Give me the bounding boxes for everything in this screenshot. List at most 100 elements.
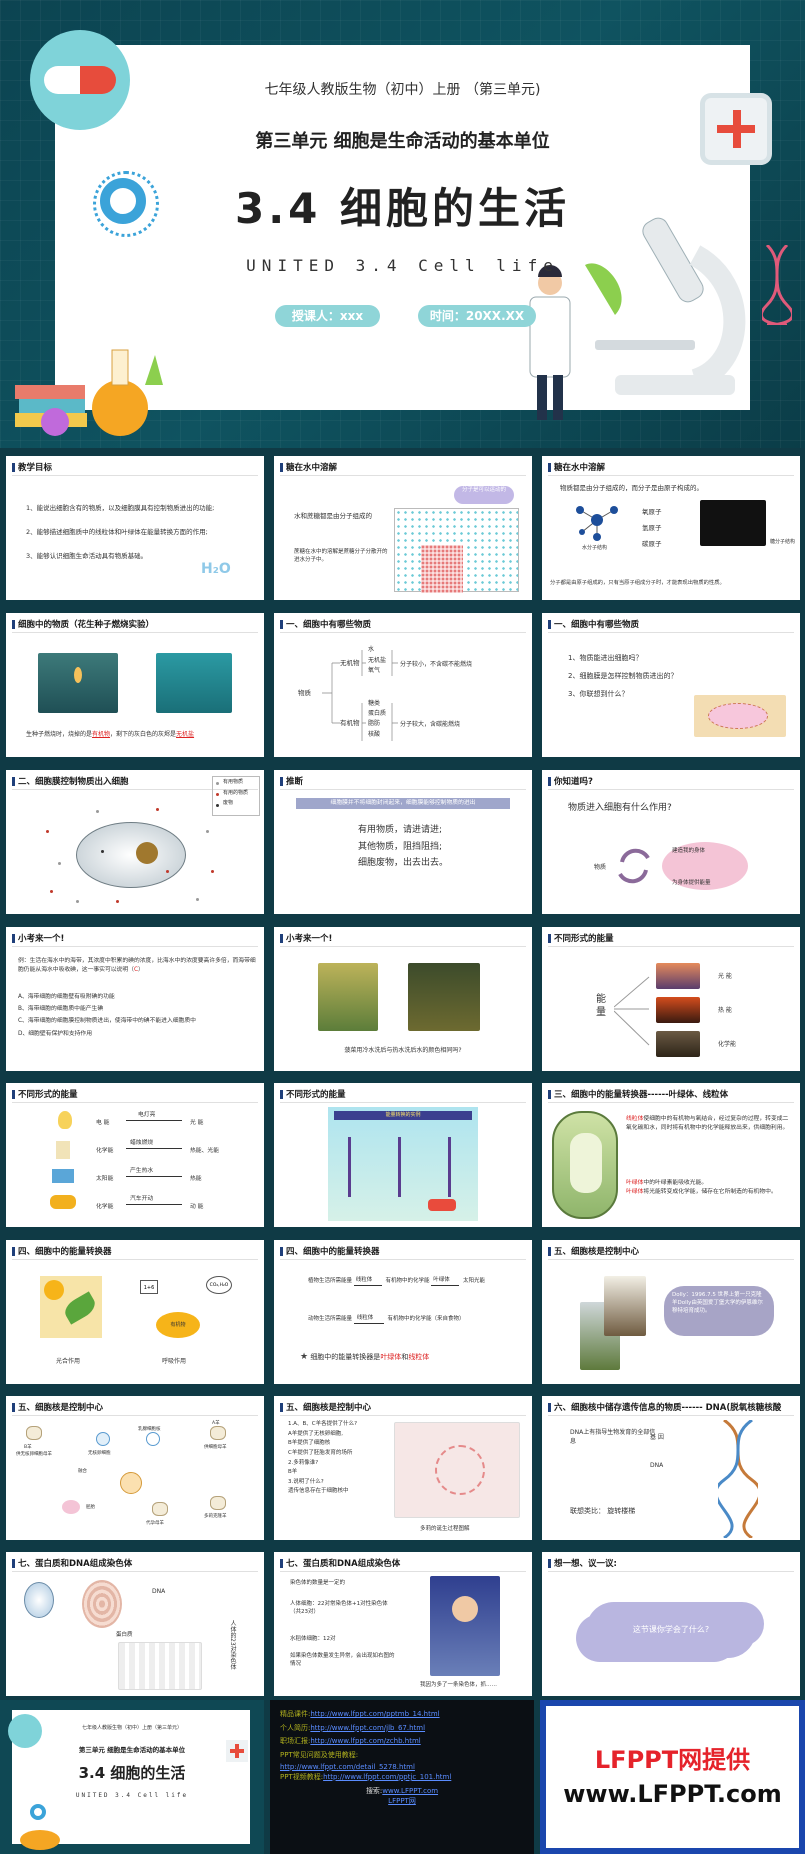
tree-inorganic: 无机物 <box>340 659 360 667</box>
energy-item: 化学能 <box>718 1041 737 1048</box>
pill-badge-icon <box>8 1714 42 1748</box>
substance-label: 物质 <box>594 864 607 871</box>
use-build: 建造我的身体 <box>672 848 706 854</box>
slide-title: 推断 <box>286 777 304 787</box>
tree-root: 物质 <box>298 689 311 697</box>
dna-helix-icon <box>718 1420 758 1538</box>
thumb-subtitle: 七年级人教版生物（初中）上册（第三单元） <box>81 1725 182 1731</box>
question: 1、物质能进出细胞吗？ <box>568 654 643 662</box>
slide-teaching-goals[interactable]: 教学目标 1、能说出细胞含有的物质，以及细胞膜具有控制物质进出的功能; 2、能够… <box>6 456 264 600</box>
organic-center: 有机物 <box>156 1312 200 1338</box>
slide-membrane-control[interactable]: 二、细胞膜控制物质出入细胞 有用物质有用的物质废物 <box>6 770 264 914</box>
slide-title: 一、细胞中有哪些物质 <box>286 620 372 630</box>
slide-atoms[interactable]: 糖在水中溶解 物质都是由分子组成的，而分子是由原子构成的。 水分子结构 氧原子 … <box>542 456 800 600</box>
slide-sugar-dissolve[interactable]: 糖在水中溶解 水和蔗糖都是由分子组成的 蔗糖在水中的溶解是蔗糖分子分散开的进水分… <box>274 456 532 600</box>
slide-energy-forms-3[interactable]: 不同形式的能量 能量转换的实例 <box>274 1083 532 1227</box>
slide-title: 小考来一个! <box>18 934 65 944</box>
slide-quiz-2[interactable]: 小考来一个! 菠菜用冷水洗后与热水洗后水的颜色相同吗? <box>274 927 532 1071</box>
nucleus-cell-icon <box>146 1432 160 1446</box>
link[interactable]: www.LFPPT.com <box>382 1786 439 1795</box>
slide-title: 糖在水中溶解 <box>286 463 338 473</box>
teacher-badge: 授课人：xxx <box>275 305 380 327</box>
slide-title: 五、细胞核是控制中心 <box>18 1403 104 1413</box>
dolly-icon <box>210 1496 226 1510</box>
speech-bubble: 分子是可以运动的 <box>454 486 514 504</box>
chromosome-text: 染色体的数量是一定的 <box>290 1580 346 1586</box>
inference-banner: 细胞膜并不将细胞封闭起来，细胞膜能够控制物质的进出 <box>296 798 510 809</box>
discussion-cloud: 这节课你学会了什么? <box>586 1602 756 1658</box>
organic-note: 分子较大，含碳能燃烧 <box>400 721 461 728</box>
slide-title: 六、细胞核中储存遗传信息的物质------ DNA(脱氧核糖核酸 <box>554 1403 782 1413</box>
slide-title: 细胞中的物质（花生种子燃烧实验） <box>18 620 155 630</box>
gene-label: 基 因 <box>650 1434 664 1441</box>
star-icon: ★ <box>300 1352 309 1362</box>
slide-chromosome-2[interactable]: 七、蛋白质和DNA组成染色体 染色体的数量是一定的 人体细胞：22对常染色体+1… <box>274 1552 532 1696</box>
slide-nucleus-control-3[interactable]: 五、细胞核是控制中心 1.A、B、C羊各提供了什么?A羊提供了无核卵细胞,B羊提… <box>274 1396 532 1540</box>
link[interactable]: LFPPT网 <box>388 1797 416 1806</box>
slide-seed-burning[interactable]: 细胞中的物质（花生种子燃烧实验） 生种子燃烧时，烧掉的是有机物，剩下的灰白色的灰… <box>6 613 264 757</box>
link[interactable]: http://www.lfppt.com/zchb.html <box>310 1737 421 1746</box>
slide-title: 教学目标 <box>18 463 53 473</box>
slide-questions[interactable]: 一、细胞中有哪些物质 1、物质能进出细胞吗？ 2、细胞膜是怎样控制物质进出的？ … <box>542 613 800 757</box>
link[interactable]: http://www.lfppt.com/pptjc_101.html <box>323 1772 452 1781</box>
cycle-arrows-icon <box>618 848 650 884</box>
label: A羊 <box>212 1421 220 1426</box>
caption-photosynthesis: 光合作用 <box>56 1358 81 1365</box>
slide-energy-forms-1[interactable]: 不同形式的能量 能量 光 能 热 能 化学能 <box>542 927 800 1071</box>
promo-line2[interactable]: www.LFPPT.com <box>563 1780 782 1808</box>
slide-discussion[interactable]: 想一想、议一议: 这节课你学会了什么? <box>542 1552 800 1696</box>
slide-dna[interactable]: 六、细胞核中储存遗传信息的物质------ DNA(脱氧核糖核酸 DNA上有指导… <box>542 1396 800 1540</box>
input-box: 1+6 <box>140 1280 158 1294</box>
medical-cross-icon <box>705 98 767 160</box>
slide-energy-forms-2[interactable]: 不同形式的能量 电 能电灯亮光 能 化学能蜡烛燃烧热能、光能 太阳能产生热水热能… <box>6 1083 264 1227</box>
label: 融合 <box>78 1469 87 1474</box>
label: 代孕母羊 <box>146 1521 164 1526</box>
slide-title: 五、细胞核是控制中心 <box>286 1403 372 1413</box>
slide-energy-converters-1[interactable]: 四、细胞中的能量转换器 1+6 CO₂,H₂O 有机物 光合作用 呼吸作用 <box>6 1240 264 1384</box>
sheep-b-icon <box>26 1426 42 1440</box>
slide-chromosome-1[interactable]: 七、蛋白质和DNA组成染色体 DNA 蛋白质 人体的23对染色体 <box>6 1552 264 1696</box>
slide-nucleus-control-2[interactable]: 五、细胞核是控制中心 B羊 供无核卵细胞母羊 无核卵细胞 乳腺细胞核 A羊 供细… <box>6 1396 264 1540</box>
link[interactable]: http://www.lfppt.com/pptmb_14.html <box>310 1710 440 1718</box>
link[interactable]: http://www.lfppt.com/detail_5278.html <box>280 1762 415 1771</box>
cell-icon <box>24 1582 54 1618</box>
embryo-icon <box>62 1500 80 1514</box>
hydrogen-label: 氢原子 <box>642 524 662 532</box>
label: 胚胎 <box>86 1505 95 1510</box>
mitochondria-text: 线粒体使细胞中的有机物与氧结合，经过复杂的过程，转变成二氧化碳和水，同时将有机物… <box>626 1116 789 1132</box>
medical-cross-icon <box>226 1740 248 1762</box>
slide-nucleus-control-1[interactable]: 五、细胞核是控制中心 Dolly：1996.7.5 世界上第一只克隆羊Dolly… <box>542 1240 800 1384</box>
chromosome-text: 人体细胞：22对常染色体+1对性染色体（共23对） <box>290 1601 388 1616</box>
energy-center: 能量 <box>596 994 606 1018</box>
goal-item: 1、能说出细胞含有的物质，以及细胞膜具有控制物质进出的功能; <box>26 504 215 512</box>
slide-substances-tree[interactable]: 一、细胞中有哪些物质 物质 无机物 水无机盐氧气 分子较小，不含碳不能燃烧 有机… <box>274 613 532 757</box>
cold-water-spinach-photo <box>318 963 378 1031</box>
slide-did-you-know[interactable]: 你知道吗? 物质进入细胞有什么作用? 物质 建造我的身体 为身体提供能量 <box>542 770 800 914</box>
legend: 有用物质有用的物质废物 <box>212 776 260 816</box>
sugar-structure-label: 糖分子结构 <box>770 539 796 545</box>
slide-energy-converters-2[interactable]: 四、细胞中的能量转换器 植物生活所需能量 线粒体 有机物中的化学能 叶绿体 太阳… <box>274 1240 532 1384</box>
slide-inference[interactable]: 推断 细胞膜并不将细胞封闭起来，细胞膜能够控制物质的进出 有用物质，请进请进;其… <box>274 770 532 914</box>
cover-subtitle: 七年级人教版生物（初中）上册 （第三单元) <box>264 82 541 98</box>
chromatin-icon <box>82 1580 122 1628</box>
tree-organic: 有机物 <box>340 719 360 727</box>
chloroplast-text: 叶绿体中的叶绿素能吸收光能。 叶绿体将光能转变成化学能，储存在它所制造的有机物中… <box>626 1180 777 1196</box>
energy-item: 光 能 <box>718 973 732 980</box>
cell-image <box>694 695 786 737</box>
question: 物质进入细胞有什么作用? <box>568 803 672 813</box>
cover-main-title: 3.4 细胞的生活 <box>234 184 571 233</box>
substance-tree-lines <box>322 650 398 741</box>
label: B羊 <box>24 1445 32 1450</box>
slide-chloroplast-mitochondria[interactable]: 三、细胞中的能量转换器------叶绿体、线粒体 线粒体使细胞中的有机物与氧结合… <box>542 1083 800 1227</box>
surrogate-icon <box>152 1502 168 1516</box>
thumb-card <box>12 1710 250 1844</box>
slide-quiz-1[interactable]: 小考来一个! 例：生活在海水中的海带，其浓度中积累的碘的浓度，比海水中的浓度要高… <box>6 927 264 1071</box>
slide-title: 五、细胞核是控制中心 <box>554 1247 640 1257</box>
dna-label: DNA <box>152 1588 166 1595</box>
slide-cover-thumbnail[interactable]: 七年级人教版生物（初中）上册（第三单元） 第三单元 细胞是生命活动的基本单位 3… <box>0 1700 264 1854</box>
pill-icon <box>44 66 116 94</box>
dolly-photo <box>604 1276 646 1336</box>
analogy-text: 联想类比： 旋转楼梯 <box>570 1507 636 1515</box>
chromosome-text: 水稻体细胞：12对 <box>290 1636 336 1642</box>
link[interactable]: http://www.lfppt.com/jlb_67.html <box>310 1723 426 1732</box>
